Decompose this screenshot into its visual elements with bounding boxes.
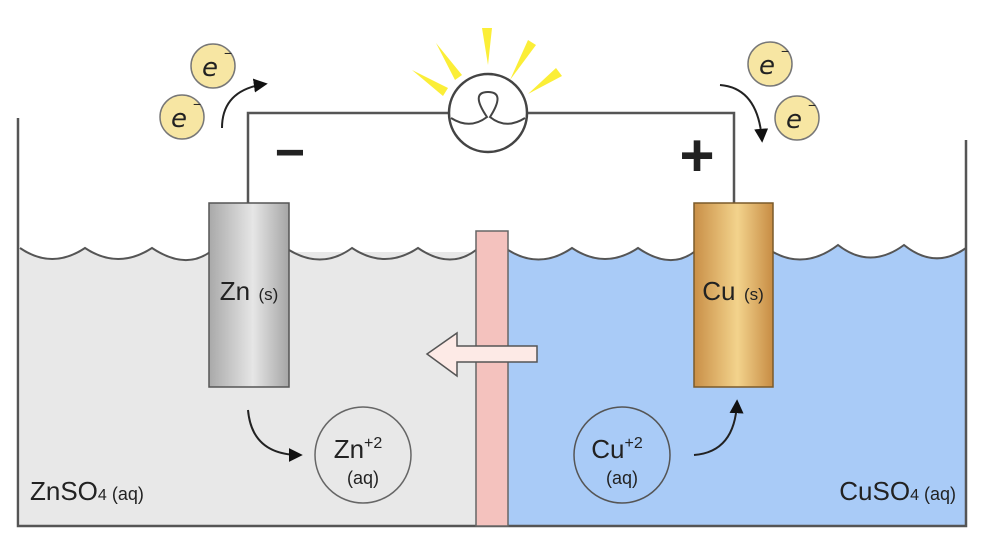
electron-charge: − [808, 97, 816, 113]
cu-ion-arrow [693, 399, 744, 456]
zn-wave-left [19, 246, 211, 262]
cu-ion: Cu+2 (aq) [573, 406, 671, 504]
zn-ion-arrow [247, 409, 303, 462]
zinc-electrode: Zn (s) [208, 202, 290, 388]
cu-wave-left [507, 246, 695, 262]
cu-solution [508, 248, 694, 526]
cu-solution-formula: CuSO [839, 476, 910, 506]
electron-1: e − [190, 43, 236, 89]
bulb-filament-icon [450, 90, 526, 125]
cu-solution-subscript: 4 [910, 487, 919, 504]
bulb-rays-icon [412, 28, 562, 96]
cathode-sign: + [679, 122, 714, 189]
electron-charge: − [224, 45, 232, 61]
zn-solution-subscript: 4 [98, 487, 107, 504]
svg-text:Zn (s): Zn (s) [220, 276, 279, 306]
svg-text:Zn+2: Zn+2 [334, 434, 383, 464]
electron-3: e − [747, 41, 793, 87]
wire-anode [246, 111, 450, 203]
zn-electrode-label: Zn [220, 276, 250, 306]
cu-ion-charge: +2 [625, 435, 643, 452]
copper-electrode: Cu (s) [693, 202, 774, 388]
cu-solution-state: (aq) [924, 484, 956, 504]
electron-flow-arrow-right [719, 84, 769, 143]
zn-solution [20, 248, 210, 526]
light-bulb [412, 28, 562, 154]
zn-wave-right [288, 246, 477, 261]
salt-bridge [475, 230, 509, 527]
bulb-globe-icon [447, 72, 529, 154]
zn-ion-state: (aq) [347, 468, 379, 488]
wire-cathode [527, 111, 736, 203]
cu-wave-right [772, 243, 967, 261]
anode-sign: − [275, 124, 305, 182]
cu-solution-label: CuSO4 (aq) [839, 476, 956, 506]
electron-symbol: e [171, 104, 187, 134]
cu-electrode-state: (s) [744, 285, 764, 304]
zn-electrode-state: (s) [258, 285, 278, 304]
svg-text:Cu+2: Cu+2 [591, 434, 643, 464]
electron-symbol: e [786, 105, 802, 135]
cu-electrode-label: Cu [702, 276, 735, 306]
cu-ion-symbol: Cu [591, 434, 624, 464]
zn-ion-charge: +2 [364, 435, 382, 452]
zn-solution-label: ZnSO4 (aq) [30, 476, 144, 506]
electron-charge: − [781, 43, 789, 59]
ion-flow-arrow [425, 331, 538, 378]
electron-charge: − [193, 96, 201, 112]
zn-ion: Zn+2 (aq) [314, 406, 412, 504]
zn-solution-formula: ZnSO [30, 476, 98, 506]
svg-text:Cu (s): Cu (s) [702, 276, 764, 306]
cu-ion-state: (aq) [606, 468, 638, 488]
zn-ion-symbol: Zn [334, 434, 364, 464]
electron-flow-arrow-left [221, 78, 268, 129]
electron-4: e − [774, 95, 820, 141]
electron-2: e − [159, 94, 205, 140]
electron-symbol: e [759, 51, 775, 81]
zn-solution-state: (aq) [112, 484, 144, 504]
electron-symbol: e [202, 53, 218, 83]
zn-solution-surface-right [289, 248, 476, 300]
